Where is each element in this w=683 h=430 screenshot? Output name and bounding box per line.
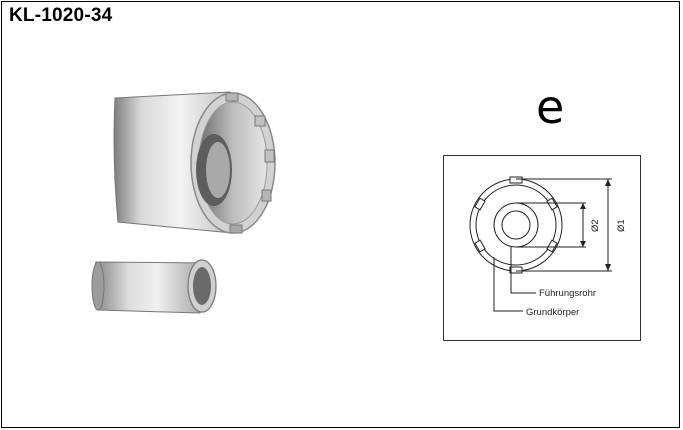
guide-tube-label: Führungsrohr xyxy=(539,288,596,299)
lug-slots xyxy=(474,176,558,274)
dimension-1-label: Ø1 xyxy=(616,219,627,232)
inner-ring xyxy=(475,184,557,266)
socket-body xyxy=(113,91,276,234)
outer-ring xyxy=(469,178,563,272)
dimension-2-label: Ø2 xyxy=(590,219,601,232)
guide-tube-outer xyxy=(493,202,539,248)
guide-tube xyxy=(91,259,217,314)
variant-letter: e xyxy=(536,80,565,134)
base-body-label: Grundkörper xyxy=(526,307,579,318)
part-number-title: KL-1020-34 xyxy=(9,5,113,26)
guide-tube-bore xyxy=(501,210,531,240)
